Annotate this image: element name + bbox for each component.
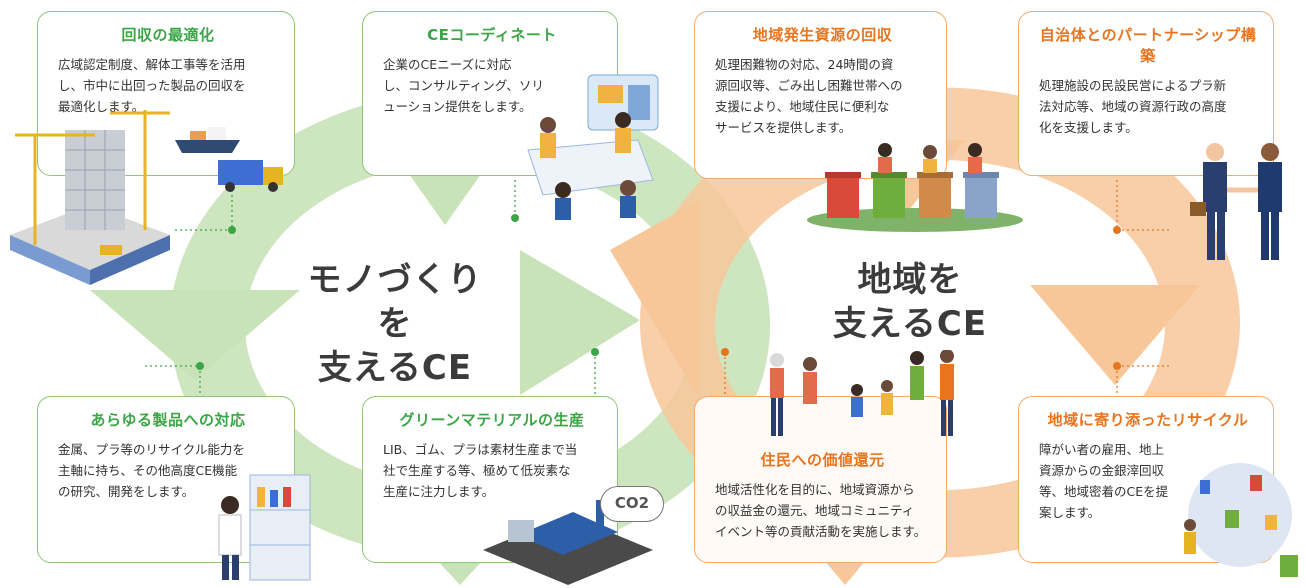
card-line: し、コンサルティング、ソリ — [383, 78, 544, 93]
recycle-scene-illustration — [1184, 463, 1298, 577]
card-line: 処理困難物の対応、24時間の資 — [715, 57, 894, 72]
card-line: の研究、開発をします。 — [58, 484, 195, 499]
card-body: 企業のCEニーズに対応 し、コンサルティング、ソリ ューション提供をします。 — [383, 54, 601, 117]
card-ce-coordinate: CEコーディネート 企業のCEニーズに対応 し、コンサルティング、ソリ ューショ… — [362, 11, 618, 176]
card-resident-value: 住民への価値還元 地域活性化を目的に、地域資源から の収益金の還元、地域コミュニ… — [694, 396, 947, 563]
card-line: 支援により、地域住民に便利な — [715, 99, 890, 114]
card-line: 源回収等、ごみ出し困難世帯への — [715, 78, 903, 93]
card-line: 資源からの金銀滓回収 — [1039, 463, 1165, 478]
card-line: し、市中に出回った製品の回収を — [58, 78, 246, 93]
card-line: 障がい者の雇用、地上 — [1039, 442, 1165, 457]
factory-illustration — [483, 500, 653, 585]
card-title: 自治体とのパートナーシップ構築 — [1039, 26, 1257, 65]
right-cycle-label-line2: 支えるCE — [832, 304, 988, 344]
card-title: あらゆる製品への対応 — [90, 411, 246, 429]
card-regional-resources: 地域発生資源の回収 処理困難物の対応、24時間の資 源回収等、ごみ出し困難世帯へ… — [694, 11, 947, 179]
card-title: 回収の最適化 — [121, 26, 215, 44]
card-line: ューション提供をします。 — [383, 99, 532, 114]
orange-arrow-right — [1030, 285, 1200, 385]
card-line: の収益金の還元、地域コミュニティ — [715, 503, 915, 518]
card-line: 広域認定制度、解体工事等を活用 — [58, 57, 246, 72]
office-team-illustration — [527, 74, 659, 220]
card-line: 企業のCEニーズに対応 — [383, 57, 512, 72]
card-line: 案します。 — [1039, 505, 1101, 520]
card-title: グリーンマテリアルの生産 — [399, 411, 585, 429]
co2-label: CO2 — [614, 494, 650, 512]
card-line: 法対応等、地域の資源行政の高度 — [1039, 99, 1227, 114]
card-line: 化を支援します。 — [1039, 120, 1138, 135]
card-green-material: グリーンマテリアルの生産 LIB、ゴム、プラは素材生産まで当 社で生産する等、極… — [362, 396, 618, 563]
card-body: 地域活性化を目的に、地域資源から の収益金の還元、地域コミュニティ イベント等の… — [715, 479, 930, 542]
handshake-illustration — [1190, 143, 1282, 260]
left-cycle-label: モノづくりを 支えるCE — [300, 258, 490, 390]
card-line: 地域活性化を目的に、地域資源から — [715, 482, 915, 497]
construction-site-illustration — [10, 110, 170, 285]
card-body: 広域認定制度、解体工事等を活用 し、市中に出回った製品の回収を 最適化します。 — [58, 54, 278, 117]
card-line: イベント等の貢献活動を実施します。 — [715, 524, 927, 539]
card-body: 処理困難物の対応、24時間の資 源回収等、ごみ出し困難世帯への 支援により、地域… — [715, 54, 930, 138]
card-line: 等、地域密着のCEを提 — [1039, 484, 1169, 499]
card-title: 地域に寄り添ったリサイクル — [1047, 411, 1249, 429]
ship-truck-illustration — [175, 127, 283, 192]
card-line: 主軸に持ち、その他高度CE機能 — [58, 463, 238, 478]
card-body: LIB、ゴム、プラは素材生産まで当 社で生産する等、極めて低炭素な 生産に注力し… — [383, 439, 601, 502]
card-line: 最適化します。 — [58, 99, 145, 114]
card-line: 生産に注力します。 — [383, 484, 495, 499]
card-partnership: 自治体とのパートナーシップ構築 処理施設の民設民営によるプラ新 法対応等、地域の… — [1018, 11, 1274, 176]
card-title: 住民への価値還元 — [760, 451, 885, 469]
card-line: 社で生産する等、極めて低炭素な — [383, 463, 571, 478]
right-cycle-label: 地域を 支えるCE — [830, 258, 990, 346]
orange-arrow-left — [610, 200, 700, 400]
card-line: LIB、ゴム、プラは素材生産まで当 — [383, 442, 578, 457]
card-body: 障がい者の雇用、地上 資源からの金銀滓回収 等、地域密着のCEを提 案します。 — [1039, 439, 1257, 523]
card-line: サービスを提供します。 — [715, 120, 852, 135]
lab-scientist-illustration — [218, 474, 311, 581]
card-body: 処理施設の民設民営によるプラ新 法対応等、地域の資源行政の高度 化を支援します。 — [1039, 75, 1257, 138]
left-cycle-label-line2: 支えるCE — [317, 348, 473, 388]
community-people-illustration — [770, 350, 954, 436]
green-arrow-right — [520, 250, 640, 395]
co2-cloud-icon: CO2 — [600, 486, 664, 522]
card-title: 地域発生資源の回収 — [752, 26, 893, 44]
green-arrow-left — [90, 290, 300, 380]
card-body: 金属、プラ等のリサイクル能力を 主軸に持ち、その他高度CE機能 の研究、開発をし… — [58, 439, 278, 502]
card-line: 金属、プラ等のリサイクル能力を — [58, 442, 245, 457]
recycling-bins-illustration — [807, 143, 1023, 232]
card-line: 処理施設の民設民営によるプラ新 — [1039, 78, 1227, 93]
card-title: CEコーディネート — [427, 26, 557, 44]
left-cycle-label-line1: モノづくりを — [307, 260, 483, 344]
right-cycle-label-line1: 地域を — [857, 260, 963, 300]
